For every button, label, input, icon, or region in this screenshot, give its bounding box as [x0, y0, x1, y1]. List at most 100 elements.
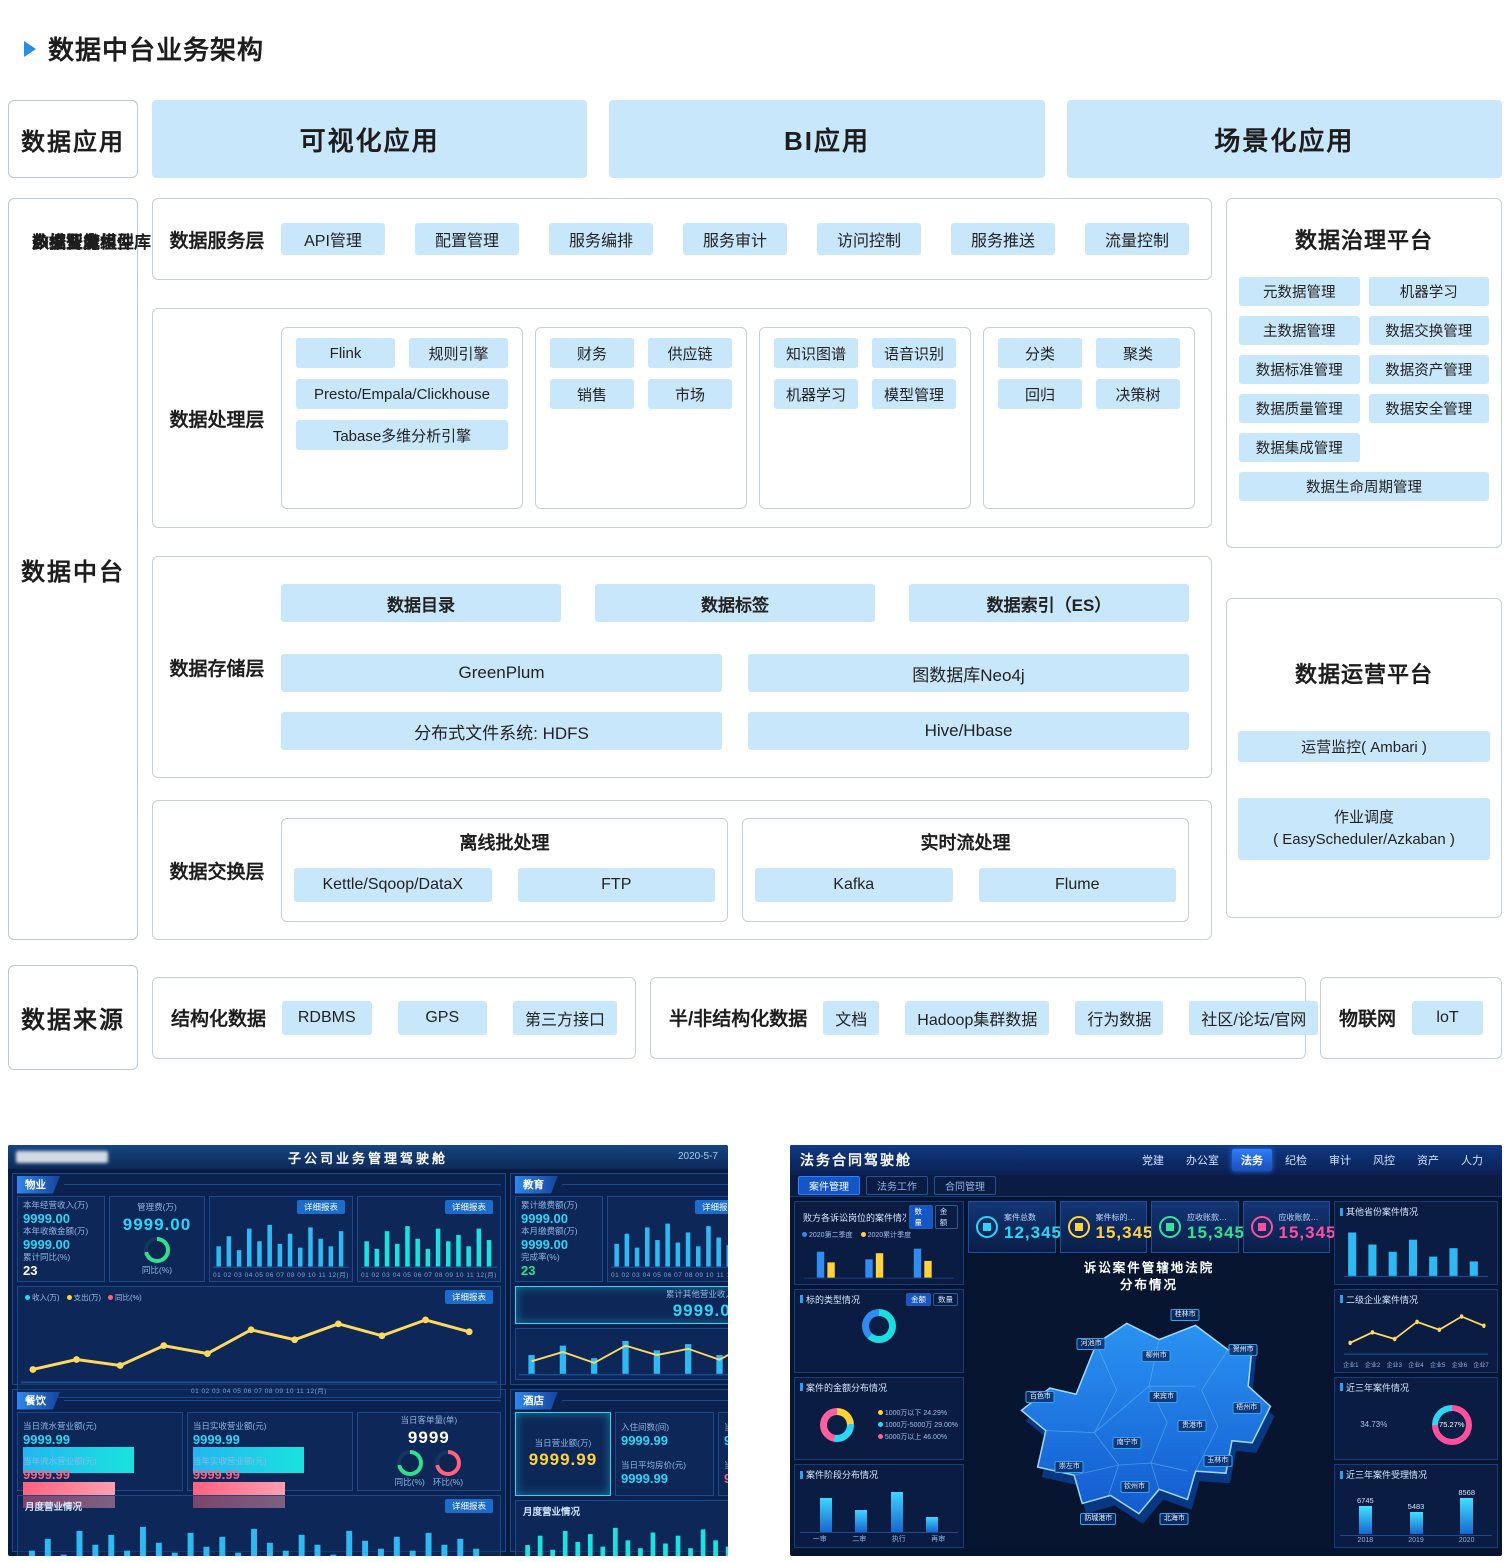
side-platforms: 数据治理平台 元数据管理 机器学习 主数据管理 数据交换管理 数据标准管理 数据… [1226, 198, 1502, 940]
stat-item: 入住间数(间)9999.99 [620, 1422, 670, 1449]
nav-item-hr[interactable]: 人力 [1461, 1155, 1483, 1167]
data-sources-row: 数据来源 结构化数据 RDBMS GPS 第三方接口 半/非结构化数据 文档 H… [8, 965, 1502, 1070]
nav-item-legal[interactable]: 法务 [1232, 1149, 1272, 1171]
detail-report-button[interactable]: 详细报表 [444, 1200, 493, 1214]
tab-contract-management[interactable]: 合同管理 [934, 1176, 996, 1195]
apps-wrap: 可视化应用 BI应用 场景化应用 [152, 100, 1502, 178]
left-panel-column: 败方各诉讼岗位的案件情况 数量 金额 2020第二季度 2020累计季度 [794, 1201, 964, 1548]
component-chip: 财务 [550, 338, 634, 368]
group-title: 多维业务模型库 [32, 233, 151, 252]
kpi-panel-management-fee: 管理费(万) 9999.00 同比(%) [109, 1196, 205, 1283]
stat-item: 当日流水营业额(元)9999.99 [23, 1421, 177, 1473]
nav-item-discipline[interactable]: 纪检 [1285, 1155, 1307, 1167]
chart-legend: 2020第二季度 2020累计季度 [800, 1229, 958, 1241]
governance-chip: 数据资产管理 [1368, 355, 1489, 384]
platform-layers: 数据服务层 API管理 配置管理 服务编排 服务审计 访问控制 服务推送 流量控… [32, 198, 1212, 940]
governance-chip-full: 数据生命周期管理 [1239, 472, 1489, 501]
kpi-total-amount: 案件标的总金额(万元)15,345 [1059, 1201, 1153, 1253]
nav-item-office[interactable]: 办公室 [1186, 1155, 1219, 1167]
unstructured-data-group: 半/非结构化数据 文档 Hadoop集群数据 行为数据 社区/论坛/官网 [650, 976, 1319, 1059]
receivable-icon [1159, 1216, 1181, 1238]
dashboard-header: 子公司业务管理驾驶舱 2020-5-7 [8, 1145, 728, 1169]
component-chip: 语音识别 [872, 338, 956, 368]
service-chip: 流量控制 [1085, 223, 1189, 255]
exchange-chip: Kafka [755, 868, 953, 902]
group-offline-batch: 离线批处理 Kettle/Sqoop/DataX FTP [281, 818, 728, 922]
group-title: 离线批处理 [459, 833, 550, 853]
legend-dot [877, 1409, 883, 1415]
operations-title: 数据运营平台 [1294, 662, 1433, 687]
detail-report-button[interactable]: 详细报表 [694, 1200, 728, 1214]
stat-item: 当日平均房价(元)9999.99 [620, 1460, 687, 1487]
legend-dot [877, 1421, 883, 1427]
section-hotel: 酒店 当日营业额(万) 9999.99 入住间数(间)9999.99 当日平均房… [509, 1389, 728, 1556]
governance-chip: 数据交换管理 [1368, 316, 1489, 345]
percent-center: 75.27% [1439, 1420, 1465, 1430]
legend-dot [108, 1294, 113, 1300]
donut-chart [862, 1308, 896, 1343]
kpi-receivable-count: 应收账款案件数量15,345 [1151, 1201, 1244, 1253]
source-chip: 行为数据 [1075, 1000, 1164, 1035]
component-chip: 分类 [998, 338, 1082, 368]
legend-dot [860, 1232, 866, 1237]
line-chart [21, 1316, 497, 1384]
tab-legal-work[interactable]: 法务工作 [866, 1176, 928, 1195]
label-data-apps: 数据应用 [8, 100, 138, 178]
source-chip: GPS [397, 1000, 487, 1035]
toggle-amount[interactable]: 金额 [906, 1292, 931, 1306]
component-chip: 规则引擎 [409, 338, 508, 368]
stat-panel: 入住间数(间)9999.99 当日平均房价(元)9999.99 [614, 1412, 714, 1497]
bar-chart [28, 1526, 480, 1556]
map-title: 诉讼案件管辖地法院 分布情况 [1083, 1261, 1215, 1292]
donut-chart: 75.27% [1431, 1404, 1472, 1445]
service-layer-label: 数据服务层 [169, 230, 265, 252]
source-chip: Hadoop集群数据 [905, 1000, 1050, 1035]
map-area: 诉讼案件管辖地法院 分布情况 [968, 1257, 1330, 1548]
tab-case-management[interactable]: 案件管理 [798, 1176, 860, 1195]
app-box-visualization: 可视化应用 [152, 100, 588, 178]
toggle-amount[interactable]: 金额 [934, 1205, 958, 1229]
combo-chart-panel [514, 1328, 728, 1380]
stat-item: 本月缴费额(万)9999.00 [520, 1226, 578, 1253]
data-storage-layer: 数据存储层 数据目录 数据标签 数据索引（ES） GreenPlum 图数据库N… [152, 556, 1212, 778]
detail-report-button[interactable]: 详细报表 [444, 1499, 493, 1514]
city-label: 贵港市 [1177, 1419, 1207, 1432]
group-title: 数据开发组件 [32, 233, 134, 252]
nav-item-risk[interactable]: 风控 [1373, 1155, 1395, 1167]
component-chip: 决策树 [1096, 379, 1180, 409]
nav-item-audit[interactable]: 审计 [1329, 1155, 1351, 1167]
panel-subject-type: 标的类型情况 金额 数量 [794, 1288, 964, 1373]
source-chip: 第三方接口 [512, 1000, 617, 1035]
x-axis: 一审二审执行再审 [812, 1536, 946, 1543]
nav-item-assets[interactable]: 资产 [1417, 1155, 1439, 1167]
toggle-quantity[interactable]: 数量 [933, 1292, 958, 1306]
nav-item-party[interactable]: 党建 [1142, 1155, 1164, 1167]
detail-report-button[interactable]: 详细报表 [296, 1200, 345, 1214]
toggle-quantity[interactable]: 数量 [909, 1205, 933, 1229]
component-chip: 知识图谱 [774, 338, 858, 368]
exchange-layer-label: 数据交换层 [169, 861, 265, 883]
stat-item: 当年实收营业额(元)9999.99 [192, 1456, 347, 1509]
scheduler-line2: ( EasyScheduler/Azkaban ) [1273, 831, 1455, 848]
component-chip: Flink [296, 338, 395, 368]
stat-panel: 累计缴费额(万)9999.00 本月缴费额(万)9999.00 完成率(%)23 [514, 1196, 603, 1283]
detail-report-button[interactable]: 详细报表 [444, 1290, 493, 1305]
dashboard-title: 法务合同驾驶舱 [800, 1152, 912, 1168]
group-title: 半/非结构化数据 [669, 1009, 808, 1030]
page-title: 数据中台业务架构 [24, 30, 264, 67]
processing-layer-label: 数据处理层 [169, 409, 265, 431]
x-axis: 01 02 03 04 05 06 07 08 09 10 11 12(月) [213, 1272, 349, 1280]
city-label: 贺州市 [1228, 1344, 1258, 1357]
iot-group: 物联网 loT [1320, 976, 1502, 1059]
service-chip: API管理 [281, 223, 385, 255]
governance-title: 数据治理平台 [1294, 228, 1433, 253]
stat-panel: 本年经营收入(万)9999.00 本年收缴金额(万)9999.00 累计同比(%… [17, 1196, 105, 1283]
exchange-chip: Flume [978, 868, 1176, 902]
storage-layer-label: 数据存储层 [169, 658, 265, 680]
